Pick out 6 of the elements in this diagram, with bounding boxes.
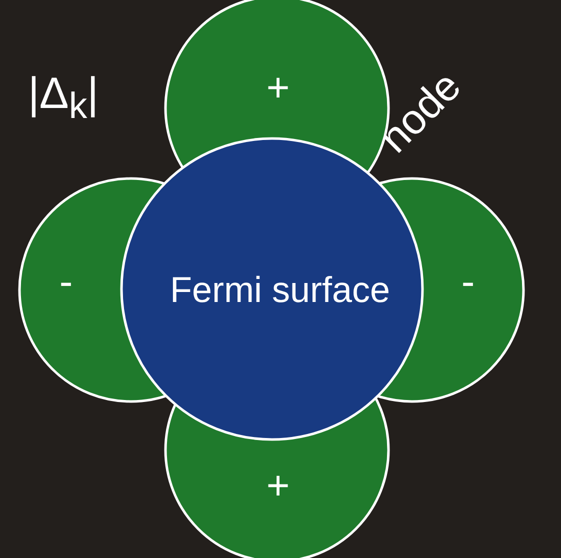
sign-label: + [266,68,290,108]
sign-label: - [59,262,73,302]
circle-label: Fermi surface [170,272,390,308]
sign-label: + [266,466,290,506]
gap-symbol: |Δ$_{k}$| [28,72,99,124]
sign-label: - [461,262,475,302]
